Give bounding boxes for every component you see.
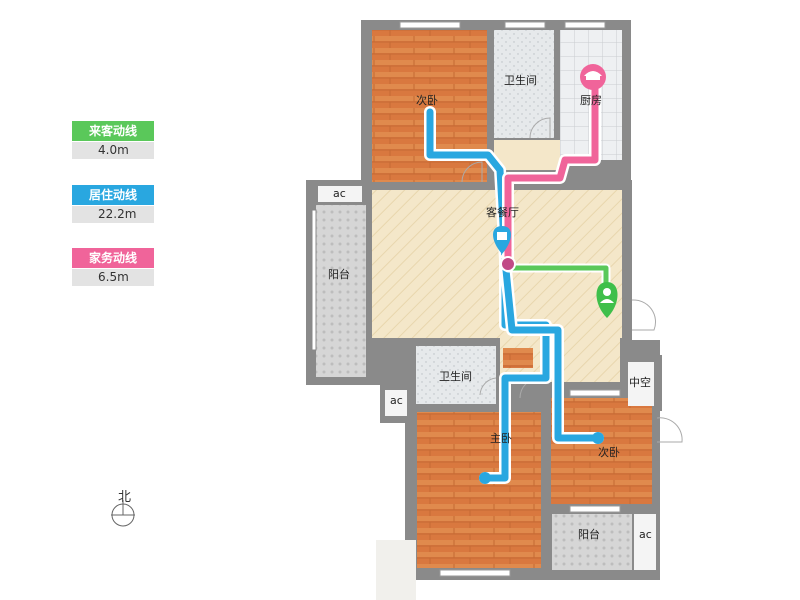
master-bedroom-floor [417, 412, 541, 568]
legend-living-value: 22.2m [72, 206, 154, 223]
room-label-ac-3: ac [639, 528, 652, 541]
legend-guest-title: 来客动线 [72, 121, 154, 141]
living-pin-icon [493, 226, 511, 254]
room-label-master-bedroom: 主卧 [490, 432, 512, 445]
compass-label: 北 [118, 490, 132, 505]
bedroom-right-floor [551, 398, 652, 504]
room-label-kitchen: 厨房 [580, 94, 602, 107]
bathroom-middle-floor [416, 346, 496, 404]
legend-chore-value: 6.5m [72, 269, 154, 286]
void-floor [628, 362, 654, 406]
door-swings [461, 117, 683, 443]
legend-living-route: 居住动线 22.2m [72, 185, 154, 223]
windows [399, 21, 621, 577]
legend-guest-route: 来客动线 4.0m [72, 121, 154, 159]
legend-living-title: 居住动线 [72, 185, 154, 205]
ac-unit-3 [634, 514, 656, 570]
ac-unit-2 [385, 390, 407, 416]
room-label-ac-2: ac [390, 394, 403, 407]
corridor-floor [494, 140, 560, 170]
legend-guest-value: 4.0m [72, 142, 154, 159]
balcony-bottom-floor [552, 514, 632, 570]
ac-unit-1 [318, 186, 362, 202]
entrance-pin-icon [596, 282, 618, 318]
bathroom-top-floor [494, 30, 554, 138]
terrace [376, 540, 416, 600]
legend-chore-route: 家务动线 6.5m [72, 248, 154, 286]
living-route [424, 106, 604, 484]
routes [424, 79, 611, 484]
compass-icon [111, 500, 135, 527]
room-label-ac-1: ac [333, 187, 346, 200]
room-label-balcony-left: 阳台 [328, 267, 350, 281]
room-label-void: 中空 [629, 375, 651, 389]
balcony-left-floor [316, 205, 366, 377]
kitchen-pin-icon [580, 64, 606, 90]
room-label-bedroom-right: 次卧 [598, 445, 620, 459]
closet-floor [503, 348, 533, 368]
room-label-balcony-bottom: 阳台 [578, 527, 600, 541]
room-label-bathroom-middle: 卫生间 [439, 369, 472, 383]
legend-chore-title: 家务动线 [72, 248, 154, 268]
chore-route [502, 79, 601, 268]
room-label-bathroom-top: 卫生间 [504, 73, 537, 87]
room-label-living-dining: 客餐厅 [486, 205, 519, 219]
room-label-bedroom-top: 次卧 [416, 93, 438, 107]
